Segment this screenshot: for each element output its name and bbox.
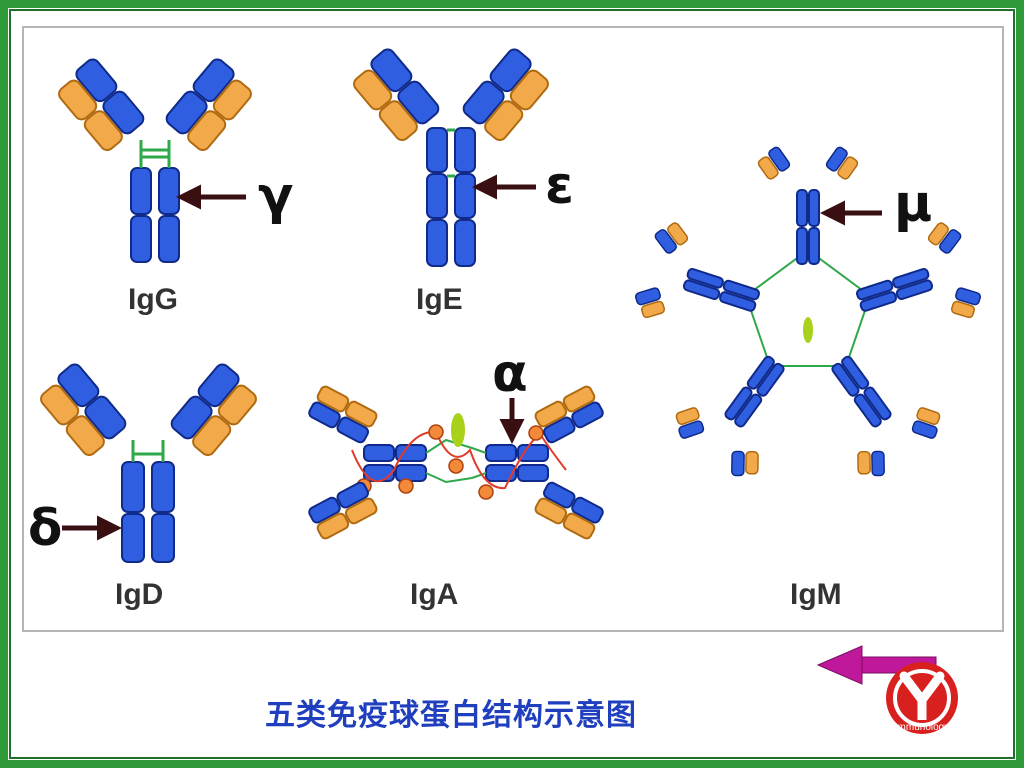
igm-structure [627,146,989,489]
iga-label: IgA [410,578,459,611]
epsilon-symbol: ε [545,156,574,216]
logo-text: Immunology [894,722,950,733]
ige-structure [353,48,549,267]
alpha-symbol: α [492,344,528,404]
gamma-symbol: γ [258,166,294,226]
immunology-logo [886,662,958,734]
ige-label: IgE [416,283,463,316]
slide-caption: 五类免疫球蛋白结构示意图 [265,698,637,733]
igg-label: IgG [128,283,178,316]
iga-structure [308,385,604,540]
mu-symbol: μ [894,174,933,234]
delta-symbol: δ [28,499,63,557]
igd-label: IgD [115,578,164,611]
igm-label: IgM [790,578,842,611]
antibody-y-icon [886,662,958,734]
igg-structure [58,58,252,263]
igd-structure [40,363,257,563]
